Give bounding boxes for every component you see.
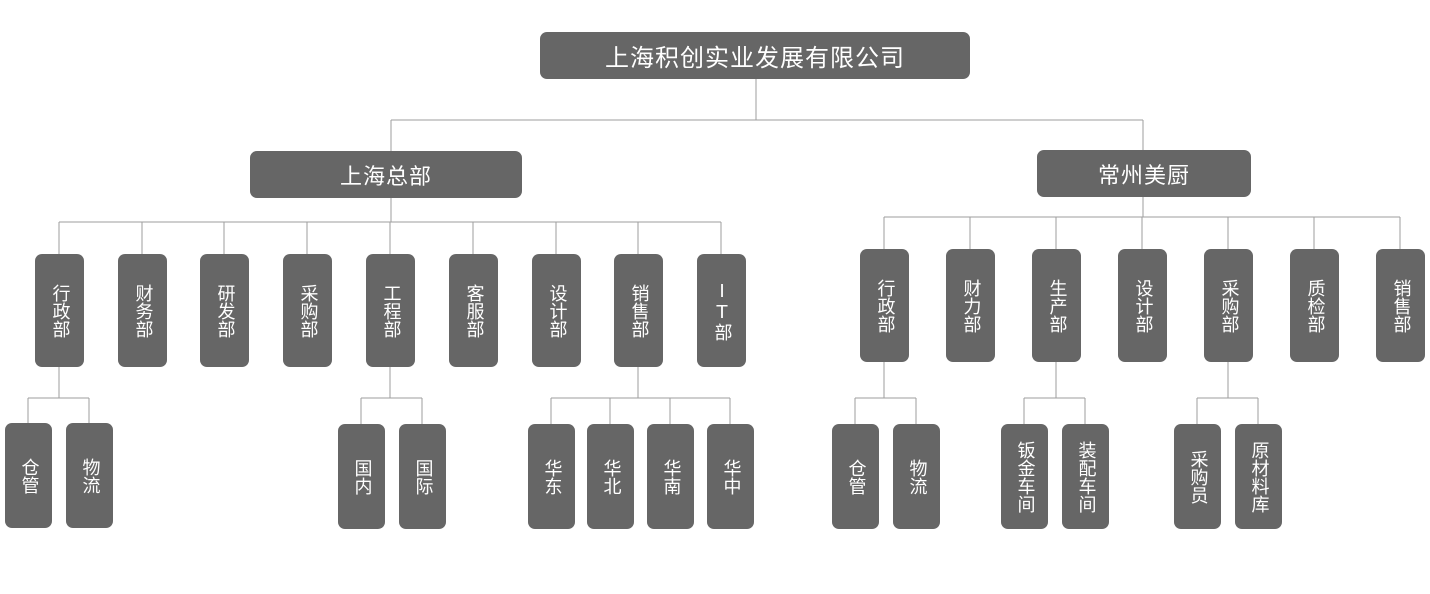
sh-sales-east: 华东 xyxy=(528,424,575,529)
sh-sales-central: 华中 xyxy=(707,424,754,529)
root-company: 上海积创实业发展有限公司 xyxy=(540,32,970,79)
sh-dept-admin: 行政部 xyxy=(35,254,84,367)
sh-admin-warehouse: 仓管 xyxy=(5,423,52,528)
branch-changzhou-meichu: 常州美厨 xyxy=(1037,150,1251,197)
cz-dept-finance: 财力部 xyxy=(946,249,995,362)
cz-dept-quality: 质检部 xyxy=(1290,249,1339,362)
connector-lines xyxy=(27,79,1401,424)
sh-eng-international: 国际 xyxy=(399,424,446,529)
sh-eng-domestic: 国内 xyxy=(338,424,385,529)
cz-dept-sales: 销售部 xyxy=(1376,249,1425,362)
cz-prod-assembly-workshop: 装配车间 xyxy=(1062,424,1109,529)
sh-dept-finance: 财务部 xyxy=(118,254,167,367)
cz-purch-raw-material-store: 原材料库 xyxy=(1235,424,1282,529)
cz-prod-sheet-metal-workshop: 钣金车间 xyxy=(1001,424,1048,529)
sh-dept-engineering: 工程部 xyxy=(366,254,415,367)
sh-dept-sales: 销售部 xyxy=(614,254,663,367)
branch-shanghai-hq: 上海总部 xyxy=(250,151,522,198)
sh-dept-customer-service: 客服部 xyxy=(449,254,498,367)
sh-sales-north: 华北 xyxy=(587,424,634,529)
cz-purch-buyer: 采购员 xyxy=(1174,424,1221,529)
sh-sales-south: 华南 xyxy=(647,424,694,529)
cz-dept-purchasing: 采购部 xyxy=(1204,249,1253,362)
cz-dept-design: 设计部 xyxy=(1118,249,1167,362)
sh-dept-it: IT部 xyxy=(697,254,746,367)
sh-dept-purchasing: 采购部 xyxy=(283,254,332,367)
cz-dept-production: 生产部 xyxy=(1032,249,1081,362)
sh-admin-logistics: 物流 xyxy=(66,423,113,528)
cz-dept-admin: 行政部 xyxy=(860,249,909,362)
sh-dept-rnd: 研发部 xyxy=(200,254,249,367)
sh-dept-design: 设计部 xyxy=(532,254,581,367)
cz-admin-warehouse: 仓管 xyxy=(832,424,879,529)
cz-admin-logistics: 物流 xyxy=(893,424,940,529)
